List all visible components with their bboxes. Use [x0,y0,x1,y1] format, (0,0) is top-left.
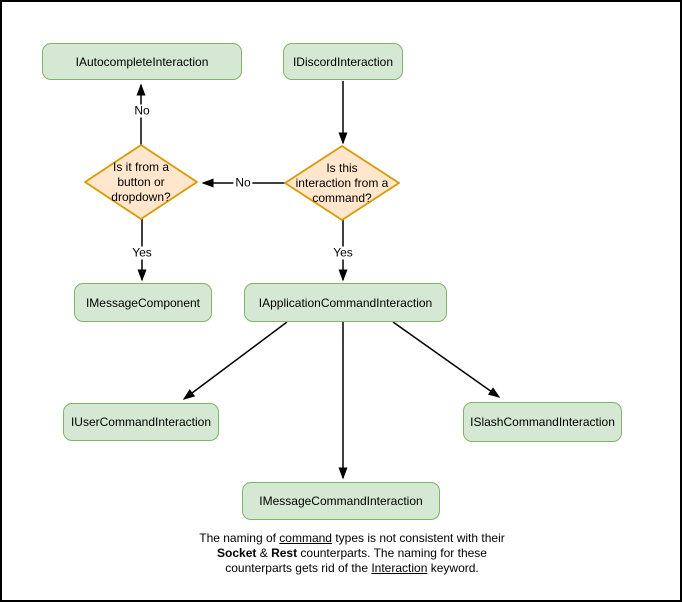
edge-label-yes-right: Yes [331,245,355,260]
node-slash-command-interaction: ISlashCommandInteraction [463,402,622,442]
caption: The naming of command types is not consi… [152,531,552,576]
decision-button-dropdown-shape [84,144,198,220]
edge-application-to-user-command [182,321,288,400]
decision-from-command-label: Is this interaction from a command? [295,161,389,205]
node-message-command-interaction: IMessageCommandInteraction [242,482,440,520]
node-autocomplete-interaction: IAutocompleteInteraction [42,43,242,80]
edge-application-to-slash-command [392,321,501,398]
decision-from-command-shape [284,145,400,221]
node-discord-interaction: IDiscordInteraction [283,43,403,80]
caption-line: The naming of command types is not consi… [199,531,505,545]
caption-line: counterparts gets rid of the Interaction… [225,561,479,575]
edge-label-no-top: No [132,103,152,118]
edge-label-yes-left: Yes [130,245,154,260]
node-application-command-interaction: IApplicationCommandInteraction [244,283,447,322]
edge-label-no-middle: No [233,175,253,190]
node-user-command-interaction: IUserCommandInteraction [63,403,219,441]
caption-line: Socket & Rest counterparts. The naming f… [217,546,487,560]
decision-button-dropdown-label: Is it from a button or dropdown? [111,160,171,204]
node-message-component: IMessageComponent [74,283,212,322]
